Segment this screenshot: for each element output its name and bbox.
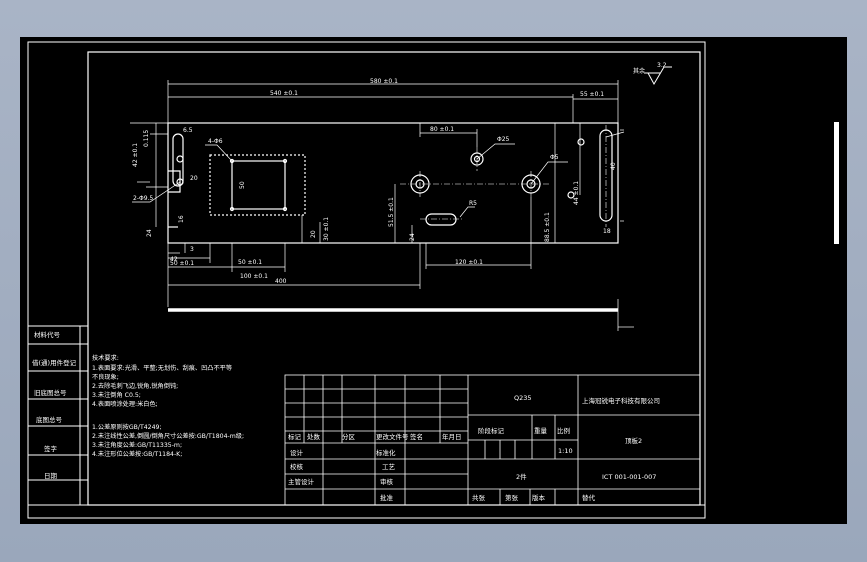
centerlines — [400, 125, 607, 227]
header-scale: 比例 — [557, 426, 570, 435]
dim-40: 40 — [610, 162, 617, 170]
dim-50: 50 ±0.1 — [238, 259, 262, 266]
material: Q235 — [514, 394, 532, 402]
side-label: 材料代号 — [34, 330, 61, 339]
notes-title: 技术要求: — [92, 354, 119, 362]
part-name: 顶板2 — [625, 436, 642, 445]
rev-header: 标记 — [288, 432, 302, 441]
dim-540: 540 ±0.1 — [270, 90, 298, 97]
note-line: 2.未注线性公差,倒圆/倒角尺寸公差按:GB/T1804-m级; — [92, 432, 244, 440]
side-label: 签字 — [44, 444, 58, 453]
technical-notes: 技术要求: 1.表面要求:光滑、平整;无划伤、刮痕、凹凸不平等 不良现象; 2.… — [92, 354, 244, 458]
dim-left-20: 20 — [190, 175, 198, 182]
note-line: 3.未注角度公差:GB/T11335-m; — [92, 441, 182, 449]
rev-header: 分区 — [342, 432, 356, 441]
dim-80: 80 ±0.1 — [430, 126, 454, 133]
dimension-lines — [130, 80, 625, 307]
dim-51-5: 51.5 ±0.1 — [388, 197, 395, 227]
cad-drawing: 材料代号 借(通)用件登记 旧底图总号 底图总号 签字 日期 其余 3.2 — [27, 41, 706, 519]
dim-88-5: 88.5 ±0.1 — [544, 212, 551, 242]
role-check: 校核 — [290, 462, 304, 471]
dim-120: 120 ±0.1 — [455, 259, 483, 266]
dim-30: 20 — [310, 230, 317, 238]
header-stage: 阶段标记 — [478, 426, 505, 435]
rev-header: 处数 — [307, 432, 321, 441]
dim-0115: 0.115 — [143, 130, 150, 147]
note-line: 1.表面要求:光滑、平整;无划伤、刮痕、凹凸不平等 — [92, 364, 232, 372]
rev-header: 签名 — [410, 432, 423, 441]
dim-18: 18 — [603, 228, 611, 235]
dim-left-slot: 2-Φ9.5 — [133, 195, 153, 202]
note-line: 3.未注倒角 C0.5; — [92, 391, 141, 399]
vertical-scrollbar-thumb[interactable] — [834, 122, 839, 244]
company-name: 上海冠锐电子科技有限公司 — [582, 396, 660, 405]
note-line: 不良现象; — [92, 373, 119, 381]
role-review: 审核 — [380, 477, 394, 486]
dim-overall-bottom: 400 — [275, 278, 287, 285]
dim-4-holes: 4-Φ6 — [208, 138, 223, 145]
footer-sheet: 第张 — [505, 493, 519, 502]
dim-42: 42 ±0.1 — [132, 143, 139, 167]
role-process: 工艺 — [382, 463, 396, 471]
footer-replace: 替代 — [582, 493, 596, 502]
title-block-texts: Q235 上海冠锐电子科技有限公司 顶板2 2件 ICT 001-001-007… — [288, 394, 660, 502]
dim-24-mid: 24 — [409, 233, 416, 241]
rev-header: 更改文件号 — [376, 432, 409, 441]
dimension-texts: 580 ±0.1 540 ±0.1 55 ±0.1 42 ±0.1 0.115 … — [132, 78, 617, 285]
note-line: 4.表面喷涂处理:米白色; — [92, 400, 158, 408]
role-design: 设计 — [290, 448, 304, 457]
dim-square: 50 — [239, 181, 246, 189]
role-std: 标准化 — [376, 448, 396, 457]
side-label-column: 材料代号 借(通)用件登记 旧底图总号 底图总号 签字 日期 — [27, 325, 89, 506]
note-line: 1.公差原则按GB/T4249; — [92, 423, 162, 431]
header-weight: 重量 — [534, 427, 548, 435]
scale-value: 1:10 — [558, 447, 573, 455]
note-line: 4.未注形位公差按:GB/T1184-K; — [92, 450, 182, 458]
dim-50-left: 50 ±0.1 — [170, 260, 194, 267]
side-label: 借(通)用件登记 — [32, 358, 77, 367]
dim-right-55: 55 ±0.1 — [580, 91, 604, 98]
side-label: 旧底图总号 — [34, 388, 67, 397]
dim-r5: 6.5 — [183, 127, 193, 134]
footer-version: 版本 — [532, 493, 546, 502]
rev-header: 年月日 — [442, 432, 462, 441]
dim-100: 100 ±0.1 — [240, 273, 268, 280]
outer-frame — [27, 41, 706, 519]
drawing-canvas[interactable]: 材料代号 借(通)用件登记 旧底图总号 底图总号 签字 日期 其余 3.2 — [20, 37, 847, 524]
drawing-number: ICT 001-001-007 — [602, 473, 656, 481]
footer-total: 共张 — [472, 493, 486, 502]
quantity: 2件 — [516, 472, 527, 481]
title-block — [284, 374, 701, 506]
dim-hole25: Φ25 — [497, 136, 510, 143]
dim-overall-length: 580 ±0.1 — [370, 78, 398, 85]
role-approve: 批准 — [380, 493, 394, 502]
roughness-symbol: 其余 3.2 — [633, 62, 672, 86]
roughness-value: 3.2 — [657, 62, 667, 69]
dim-42b: 42 — [170, 256, 178, 263]
side-label: 底图总号 — [36, 415, 63, 424]
side-label: 日期 — [44, 472, 58, 480]
roughness-note: 其余 — [633, 67, 645, 75]
dim-16: 16 — [178, 215, 185, 223]
note-line: 2.去除毛刺飞边,锐角,锐角倒钝; — [92, 382, 178, 390]
dim-slot-r5: R5 — [469, 200, 477, 207]
role-chief: 主管设计 — [288, 477, 315, 486]
dim-small: 3 — [190, 246, 194, 253]
dim-130: 30 ±0.1 — [323, 217, 330, 241]
dim-44: 44 ±0.1 — [573, 181, 580, 205]
dim-24: 24 — [146, 229, 153, 237]
dim-hole-phi: Φ5 — [550, 154, 559, 161]
